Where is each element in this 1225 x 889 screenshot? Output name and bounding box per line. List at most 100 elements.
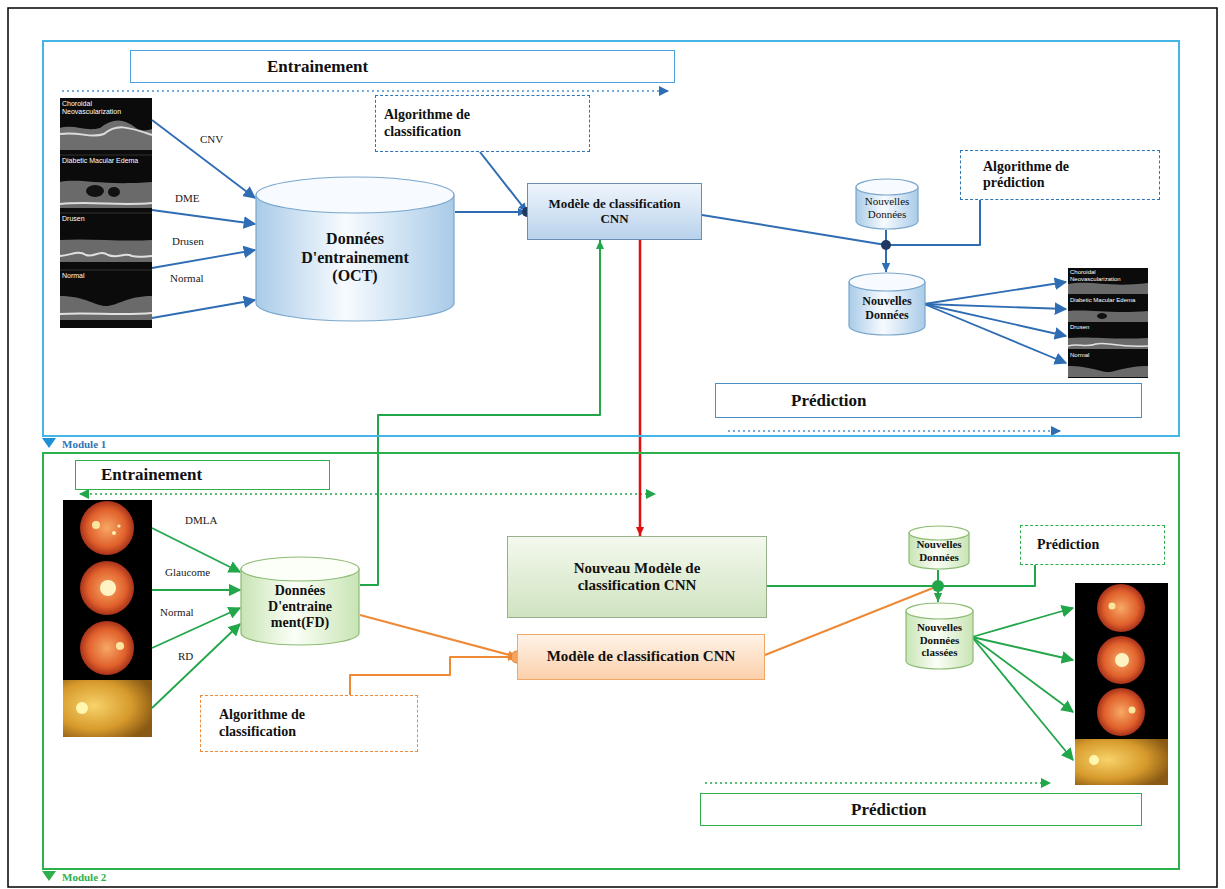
fundus-image <box>63 680 152 737</box>
cylinder-top <box>909 526 969 540</box>
fundus-image <box>1075 739 1168 785</box>
image-caption: Normal <box>62 272 148 280</box>
oct-image <box>60 239 152 262</box>
node-label: Prédiction <box>851 800 927 820</box>
node-label: Nouvelles Données <box>852 295 922 323</box>
fundus-image <box>63 500 152 737</box>
junction-dot <box>881 240 891 250</box>
input-arrow <box>152 528 240 572</box>
fundus-image <box>80 501 134 555</box>
cylinder-top <box>241 557 359 581</box>
oct-image <box>60 213 152 214</box>
connector-line <box>350 657 517 695</box>
output-arrow <box>924 282 1066 363</box>
fundus-image <box>1129 707 1136 714</box>
node-label: Modèle de classification CNN <box>547 648 736 665</box>
oct-image <box>60 313 152 314</box>
oct-image <box>60 127 152 135</box>
oct-image <box>1068 268 1148 378</box>
fundus-image <box>63 500 152 680</box>
oct-image <box>60 181 152 208</box>
algorithm-box: Algorithme de prédiction <box>960 150 1160 200</box>
output-arrow <box>924 304 1066 336</box>
module-label: Module 2 <box>62 872 106 883</box>
module-label: Module 1 <box>62 439 106 450</box>
connector-line <box>938 565 1035 602</box>
image-caption: Choroidal Neovascularization <box>62 100 148 115</box>
image-caption: Normal <box>1070 352 1146 359</box>
outer-frame <box>8 8 1217 887</box>
image-caption: Diabetic Macular Edema <box>1070 297 1146 304</box>
node-label: Nouvelles Données classées <box>909 621 971 659</box>
fundus-image <box>117 524 120 527</box>
oct-image <box>1068 283 1148 294</box>
fundus-image <box>1109 603 1116 610</box>
module-panel: Module 1EntrainementDonnées D'entraineme… <box>42 40 1180 437</box>
arrow-label: CNV <box>200 133 223 145</box>
input-arrow <box>152 528 240 708</box>
module-marker <box>42 438 56 448</box>
fundus-image <box>1097 636 1145 684</box>
oct-image <box>60 270 152 271</box>
fundus-image <box>116 642 124 650</box>
arrowhead <box>596 240 604 249</box>
output-arrow <box>972 608 1073 637</box>
output-arrow <box>972 637 1073 760</box>
input-arrow <box>152 300 255 318</box>
oct-image <box>1097 313 1107 319</box>
node-label: Nouvelles Données <box>858 195 916 220</box>
fundus-image <box>112 531 116 535</box>
oct-image <box>1068 366 1148 377</box>
oct-image <box>60 203 152 204</box>
node-label: Entrainement <box>267 57 368 77</box>
oct-image <box>86 185 104 197</box>
oct-image <box>60 253 152 257</box>
input-arrow <box>152 120 255 198</box>
node-label: Algorithme de classification <box>219 707 349 739</box>
data-cylinder: Nouvelles Données <box>908 525 970 570</box>
fundus-image <box>100 580 116 596</box>
arrow-label: DMLA <box>185 514 217 526</box>
node-label: Données D'entrainement (OCT) <box>280 230 430 285</box>
dataset-cylinder: Données D'entrainement (OCT) <box>255 176 455 322</box>
fundus-image <box>1097 688 1145 736</box>
connector-line <box>639 240 642 536</box>
oct-image <box>60 98 152 328</box>
input-arrow <box>152 589 240 591</box>
phase-arrow <box>62 90 668 92</box>
connector <box>455 208 527 216</box>
oct-image <box>60 155 152 156</box>
node-label: Modèle de classification CNN <box>534 197 695 227</box>
cylinder-body <box>906 611 973 669</box>
connector-line <box>360 615 517 657</box>
data-cylinder: Nouvelles Données <box>855 178 919 230</box>
output-arrow <box>924 304 1066 363</box>
cylinder-top <box>856 179 918 195</box>
image-caption: Diabetic Macular Edema <box>62 157 148 165</box>
fundus-image <box>1075 583 1168 785</box>
arrowhead <box>636 527 644 536</box>
image-caption: Choroidal Neovascularization <box>1070 269 1146 282</box>
algorithm-box: Prédiction <box>1020 525 1165 565</box>
data-cylinder: Nouvelles Données classées <box>905 602 974 670</box>
connector <box>767 586 938 602</box>
input-arrow <box>152 120 255 318</box>
junction-dot <box>932 580 944 592</box>
cylinder-body <box>909 533 969 569</box>
input-arrow <box>152 250 255 268</box>
fundus-image <box>1097 584 1145 632</box>
oct-image <box>1068 343 1148 346</box>
connector <box>636 240 644 536</box>
fundus-image <box>80 561 134 615</box>
connector <box>934 565 1035 602</box>
algorithm-box: Algorithme de classification <box>200 695 418 752</box>
oct-image <box>1068 337 1148 349</box>
phase-arrow <box>705 782 1050 784</box>
phase-header: Entrainement <box>75 460 330 490</box>
image-caption: Drusen <box>62 215 148 223</box>
cylinder-top <box>256 177 454 213</box>
arrow-label: Normal <box>170 272 204 284</box>
